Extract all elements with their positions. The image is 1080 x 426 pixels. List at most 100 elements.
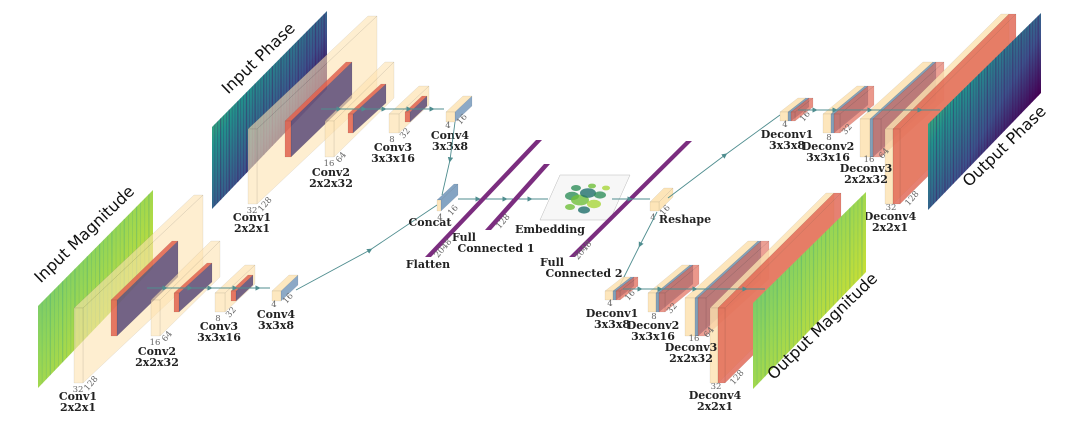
encoder_magnitude-layer-name: Conv3 (200, 320, 238, 333)
decoder_phase-deconv3-red-front (872, 118, 882, 158)
decoder_phase-layer-kernel: 2x2x1 (872, 221, 908, 234)
reshape-to-magnitude-arrow (619, 211, 658, 286)
decoder_phase-deconv1-blue-front (787, 111, 792, 122)
embedding-point-cluster (571, 185, 581, 191)
encoder_magnitude-layer-name: Conv1 (59, 390, 97, 403)
flatten-label: Flatten (406, 258, 450, 271)
reshape-box (649, 187, 674, 212)
decoder_magnitude-layer-name: Deconv1 (586, 307, 639, 320)
encoder_phase-conv2-activation-front (347, 113, 354, 134)
decoder_magnitude-deconv3-box-front (684, 297, 696, 337)
encoder_phase-layer-dim: 16 (324, 159, 335, 169)
encoder_phase-conv3-box-front (388, 113, 400, 134)
decoder_magnitude-layer-dim: 16 (689, 334, 700, 344)
encoder_magnitude-conv1-box-front (73, 307, 84, 384)
embedding-point-cluster (578, 206, 590, 214)
fc1-label: Full (452, 231, 476, 244)
phase-to-concat-arrow (441, 121, 456, 196)
encoder_phase-layer-kernel: 3x3x8 (432, 140, 468, 153)
decoder_phase-layer-name: Deconv4 (864, 210, 917, 223)
encoder_phase-conv3-activation-front (404, 111, 411, 123)
decoder_phase-deconv3-blue-front (869, 118, 874, 158)
decoder_magnitude-deconv4-red-front (717, 307, 726, 384)
decoder_phase-layer-kernel: 3x3x8 (769, 139, 805, 152)
encoder_magnitude-layer-dim: 4 (271, 300, 276, 310)
decoder_phase-output-image (928, 13, 1041, 210)
decoder_phase-deconv3-box-front (859, 118, 871, 158)
flatten-layer (425, 140, 542, 257)
decoder_magnitude-layer-name: Deconv3 (665, 341, 718, 354)
encoder_magnitude-layer-dim: 32 (73, 385, 84, 395)
encoder_magnitude-layer-dim: 16 (150, 338, 161, 348)
embedding-label: Embedding (515, 223, 585, 236)
encoder_magnitude-conv2-activation-front (173, 292, 180, 313)
decoder_magnitude-deconv2-box-front (647, 292, 657, 313)
encoder_phase-layer-name: Conv1 (233, 211, 271, 224)
reshape-label: Reshape (659, 213, 711, 226)
reshape-to-phase-arrow (667, 114, 781, 199)
fc2-dim: 2048 (573, 239, 595, 262)
decoder_magnitude-deconv3-blue-front (694, 297, 699, 337)
decoder_phase-deconv1-red-front (790, 111, 796, 122)
encoder_phase-layer-dim: 32 (247, 206, 258, 216)
concat-dim: 4 (437, 213, 442, 223)
decoder_magnitude-layer-dim: 4 (607, 299, 612, 309)
decoder_magnitude-layer-name: Deconv4 (689, 389, 742, 402)
encoder_phase-layer-dim: 8 (389, 135, 394, 145)
decoder_phase-layer-name: Deconv1 (761, 128, 814, 141)
decoder_magnitude-layer-kernel: 3x3x16 (631, 330, 675, 343)
fc1-dim: 128 (494, 212, 512, 231)
encoder_magnitude-layer-kernel: 3x3x8 (258, 319, 294, 332)
decoder_magnitude-layer-name: Deconv2 (627, 319, 680, 332)
encoder_phase-conv1-activation (284, 61, 353, 158)
decoder_phase-layer-dim: 16 (864, 155, 875, 165)
encoder_magnitude-layer-name: Conv2 (138, 345, 176, 358)
decoder_magnitude-layer-kernel: 3x3x8 (594, 318, 630, 331)
decoder_magnitude-layer-kernel: 2x2x1 (697, 400, 733, 413)
decoder_phase-layer-dim: 4 (782, 120, 787, 130)
concat-box (436, 183, 459, 212)
encoder_magnitude-conv1-activation (110, 240, 179, 337)
fc2-label: Full (540, 256, 564, 269)
decoder_magnitude-output-image (753, 192, 866, 389)
decoder_phase-layer-name: Deconv2 (802, 140, 855, 153)
encoder_phase-conv2-box-front (324, 120, 335, 158)
encoder_magnitude-layer-dim: 8 (215, 314, 220, 324)
encoder_phase-layer-dim: 4 (445, 121, 450, 131)
embedding-point-cluster (602, 185, 610, 191)
decoder_phase-layer-dim: 8 (826, 133, 831, 143)
decoder_phase-layer-name: Deconv3 (840, 162, 893, 175)
encoder_magnitude-conv2-box-front (150, 299, 161, 337)
decoder_magnitude-layer-dim: 32 (711, 382, 722, 392)
encoder_phase-conv1-activation-front (284, 120, 292, 158)
decoder_phase-layer-kernel: 2x2x32 (844, 173, 888, 186)
concat-box-front (436, 199, 442, 212)
embedding-point-cluster (594, 191, 606, 199)
decoder_magnitude-deconv1-red-front (615, 290, 621, 301)
encoder_magnitude-conv3-box-front (214, 292, 226, 313)
decoder_magnitude-deconv1-blue-front (612, 290, 617, 301)
decoder_phase-layer-dim: 32 (886, 203, 897, 213)
embedding-point-cluster (565, 204, 575, 210)
decoder_magnitude-deconv1-red (615, 276, 639, 301)
encoder_phase-layer-name: Conv4 (431, 129, 469, 142)
encoder_phase-layer-kernel: 2x2x1 (234, 222, 270, 235)
decoder_phase-deconv4-red-front (892, 128, 901, 205)
decoder_magnitude-deconv2-blue-front (655, 292, 660, 313)
encoder_phase-layer-kernel: 3x3x16 (371, 152, 415, 165)
embedding-point-cluster (587, 199, 601, 209)
encoder_magnitude-conv4-box (271, 274, 299, 302)
embedding-point-cluster (580, 188, 596, 198)
decoder_magnitude-deconv3-red-front (697, 297, 707, 337)
encoder_magnitude-layer-kernel: 2x2x1 (60, 401, 96, 414)
reshape-dim: 4 (650, 213, 655, 223)
encoder_phase-layer-kernel: 2x2x32 (309, 177, 353, 190)
concat-label: Concat (409, 216, 453, 229)
decoder_magnitude-layer-kernel: 2x2x32 (669, 352, 713, 365)
decoder_phase-deconv2-box-front (822, 113, 832, 134)
encoder_magnitude-conv3-activation-front (230, 290, 237, 302)
decoder_phase-layer-kernel: 3x3x16 (806, 151, 850, 164)
decoder_phase-output-image-fill (928, 13, 1041, 210)
